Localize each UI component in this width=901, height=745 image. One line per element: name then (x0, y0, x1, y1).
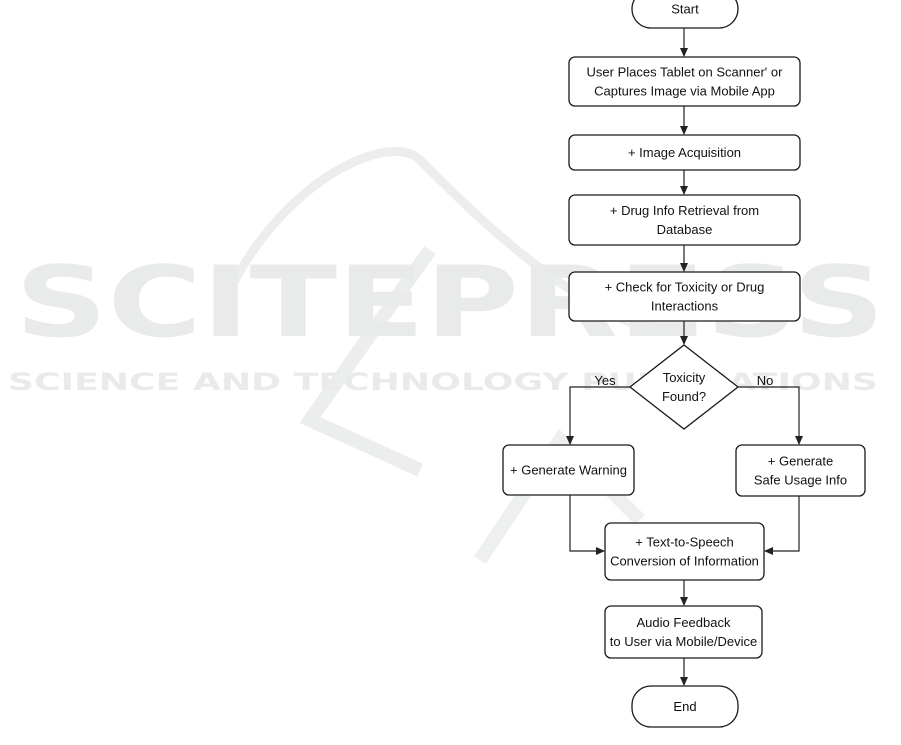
node-label: Start (671, 2, 699, 17)
node-label: + Generate Warning (510, 463, 627, 478)
node-label: Toxicity (663, 370, 706, 385)
terminal-shape (631, 685, 739, 728)
node-end: End (631, 685, 739, 728)
edge-warning-to-tts (569, 495, 605, 555)
node-audio: Audio Feedback to User via Mobile/Device (604, 605, 763, 659)
edge-safe-to-tts (764, 496, 800, 555)
process-box (604, 605, 763, 659)
node-label: End (673, 699, 696, 714)
process-box (568, 271, 801, 322)
process-box (604, 522, 765, 581)
node-label: + Generate (768, 454, 833, 469)
watermark-swoosh-arc (220, 147, 652, 335)
node-start: Start (631, 0, 739, 29)
node-label: Captures Image via Mobile App (594, 84, 775, 99)
process-box (568, 194, 801, 246)
edge-decision-to-warning (566, 386, 630, 445)
node-warning: + Generate Warning (502, 444, 635, 496)
node-label: Interactions (651, 299, 719, 314)
edge-decision-to-safe (738, 386, 803, 445)
node-label: + Check for Toxicity or Drug (605, 280, 765, 295)
process-box (735, 444, 866, 497)
node-label: + Drug Info Retrieval from (610, 203, 759, 218)
node-label: + Image Acquisition (628, 145, 741, 160)
node-acquisition: + Image Acquisition (568, 134, 801, 171)
watermark-swoosh-slash (299, 245, 436, 477)
node-label: to User via Mobile/Device (610, 634, 757, 649)
node-label: + Text-to-Speech (635, 535, 733, 550)
node-label: Found? (662, 389, 706, 404)
node-label: Audio Feedback (637, 615, 731, 630)
node-label: Safe Usage Info (754, 473, 847, 488)
decision-diamond (628, 344, 740, 430)
node-label: Conversion of Information (610, 554, 759, 569)
process-box (568, 56, 801, 107)
watermark-subtitle: SCIENCE AND TECHNOLOGY PUBLICATIONS (8, 368, 878, 396)
flowchart-edges (566, 28, 803, 686)
edge-label-yes: Yes (594, 373, 616, 388)
node-label: User Places Tablet on Scanner' or (587, 65, 784, 80)
node-label: Database (657, 222, 713, 237)
node-capture: User Places Tablet on Scanner' or Capture… (568, 56, 801, 107)
process-box (568, 134, 801, 171)
process-box (502, 444, 635, 496)
terminal-shape (631, 0, 739, 29)
edge-label-no: No (757, 373, 774, 388)
